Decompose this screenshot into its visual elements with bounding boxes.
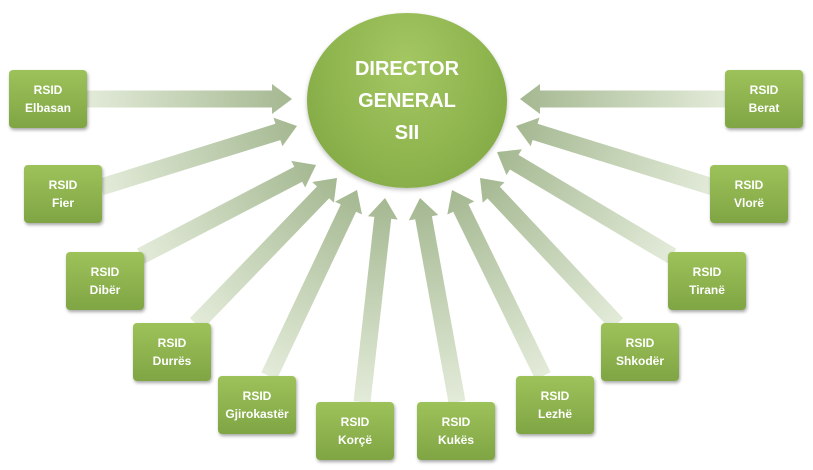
center-line-1: DIRECTOR [354,57,460,80]
center-line-2: GENERAL [358,89,456,112]
director-general-ellipse: DIRECTOR GENERAL SII [307,13,507,188]
node-name: Shkodër [615,354,664,368]
node-kukes: RSID Kukës [417,402,495,460]
node-diber: RSID Dibër [66,252,144,310]
node-label: RSID [540,389,570,403]
node-durres: RSID Durrës [133,323,211,381]
node-name: Elbasan [24,101,72,115]
arrow-tiranë [497,149,677,264]
node-name: Tiranë [689,283,725,297]
arrow-kukës [408,198,466,404]
arrow-durrës [189,178,337,330]
node-elbasan: RSID Elbasan [9,70,87,128]
arrow-lezhë [447,190,551,380]
node-name: Kukës [437,433,475,447]
node-label: RSID [157,336,187,350]
arrow-shkodër [480,178,624,330]
node-name: Lezhë [537,407,572,421]
node-fier: RSID Fier [24,165,102,223]
node-label: RSID [625,336,655,350]
arrow-vlorë [516,117,716,196]
node-label: RSID [734,178,764,192]
node-label: RSID [90,265,120,279]
node-tirane: RSID Tiranë [668,252,746,310]
node-name: Korçë [337,433,372,447]
node-label: RSID [441,415,471,429]
node-name: Gjirokastër [225,407,289,421]
node-name: Fier [51,196,74,210]
arrow-elbasan [86,84,292,114]
node-label: RSID [33,83,63,97]
arrow-korçë [353,198,398,403]
arrow-berat [520,84,726,114]
node-label: RSID [48,178,78,192]
node-label: RSID [692,265,722,279]
node-shkoder: RSID Shkodër [601,323,679,381]
node-label: RSID [242,389,272,403]
center-line-3: SII [394,121,420,144]
node-label: RSID [749,83,779,97]
node-lezhe: RSID Lezhë [516,376,594,434]
arrow-gjirokastër [261,190,362,380]
node-name: Vlorë [733,196,764,210]
arrow-fier [98,117,297,196]
node-berat: RSID Berat [725,70,803,128]
node-korce: RSID Korçë [316,402,394,460]
node-gjirokaster: RSID Gjirokastër [218,376,296,434]
node-vlore: RSID Vlorë [710,165,788,223]
node-name: Berat [748,101,780,115]
node-label: RSID [340,415,370,429]
arrow-dibër [137,160,316,264]
node-name: Durrës [152,354,192,368]
node-name: Dibër [89,283,121,297]
